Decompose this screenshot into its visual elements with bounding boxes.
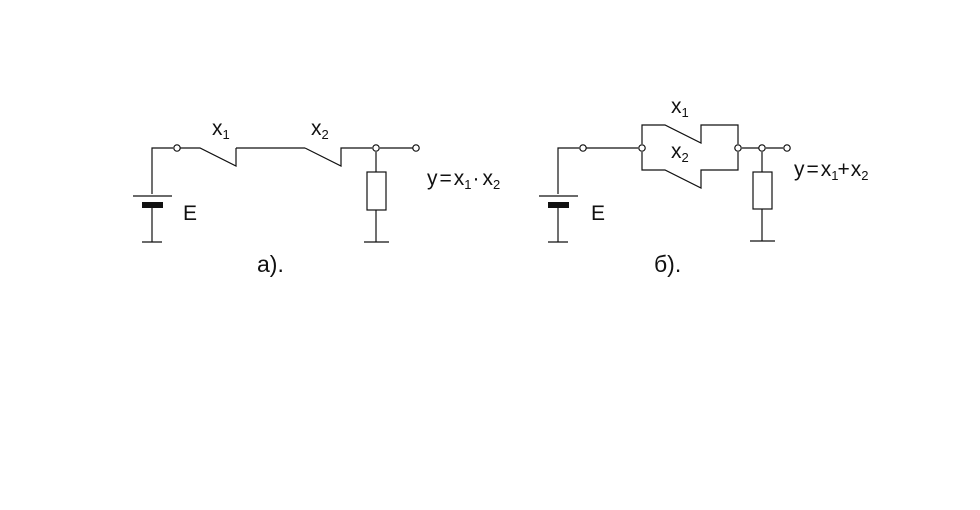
- circuit-a-terminal-input: [173, 144, 181, 152]
- circuit-b-battery: [539, 195, 578, 243]
- circuit-b-load-resistor: [750, 152, 775, 242]
- circuit-b-battery-lead: [557, 147, 579, 194]
- circuit-b-junction-right: [734, 144, 742, 152]
- circuit-a: x1 x2 E y=x1·x2 а).: [133, 117, 500, 277]
- circuit-b-terminal-output: [783, 144, 791, 152]
- circuit-b-junction-load: [758, 144, 766, 152]
- circuit-b-battery-label: E: [591, 202, 605, 225]
- circuit-a-load-resistor: [364, 152, 389, 243]
- circuit-a-caption: а).: [257, 251, 284, 277]
- circuit-b: x1 x2 E y=x1+x2 б).: [539, 95, 869, 277]
- circuit-b-x1-label: x1: [671, 95, 689, 120]
- circuit-a-battery: [133, 195, 172, 243]
- circuit-a-junction: [372, 144, 380, 152]
- circuit-b-junction-left: [638, 144, 646, 152]
- circuit-b-switch-x2: [641, 152, 739, 189]
- circuit-b-switch-x1: [641, 124, 739, 144]
- circuit-a-x2-label: x2: [311, 117, 329, 142]
- circuit-a-formula: y=x1·x2: [427, 167, 500, 192]
- circuit-a-x1-label: x1: [212, 117, 230, 142]
- circuit-b-terminal-input: [579, 144, 587, 152]
- circuit-b-x2-label: x2: [671, 140, 689, 165]
- circuit-b-caption: б).: [654, 251, 681, 277]
- circuit-a-battery-label: E: [183, 202, 197, 225]
- circuit-a-switch-x2: [304, 147, 372, 167]
- circuit-a-battery-lead: [151, 147, 173, 194]
- circuit-b-formula: y=x1+x2: [794, 158, 869, 183]
- circuit-a-terminal-output: [412, 144, 420, 152]
- circuit-a-switch-x1: [180, 147, 237, 167]
